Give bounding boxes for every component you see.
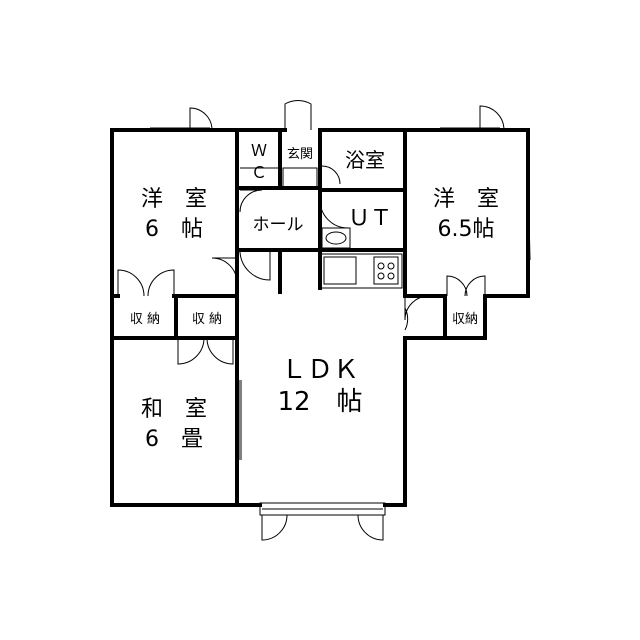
japanese-room-name: 和 室 (141, 397, 207, 422)
entrance-label: 玄関 (287, 147, 313, 162)
detail-lines (140, 127, 531, 516)
washbasin-icon (325, 231, 347, 245)
wc-label-c: Ｃ (251, 163, 267, 182)
bath-label: 浴室 (345, 148, 385, 172)
storage-1-label: 収 納 (130, 312, 160, 327)
japanese-room-size: 6 畳 (145, 427, 203, 452)
wc-label-w: Ｗ (251, 141, 267, 160)
western-room-1-name: 洋 室 (141, 187, 207, 212)
stove-icon (373, 256, 399, 285)
sink-icon (323, 256, 357, 285)
ldk-size: 12 帖 (277, 387, 362, 417)
door-swings (117, 100, 505, 541)
western-room-2-size: 6.5帖 (438, 217, 495, 242)
hall-label: ホール (253, 215, 304, 235)
room-labels: 洋 室 6 帖 洋 室 6.5帖 和 室 6 畳 ＬＤＫ 12 帖 Ｗ Ｃ 玄関… (130, 141, 499, 452)
western-room-1-size: 6 帖 (145, 217, 203, 242)
storage-3-label: 収納 (452, 312, 478, 327)
storage-2-label: 収 納 (192, 312, 222, 327)
ldk-name: ＬＤＫ (281, 355, 359, 385)
ut-label: ＵＴ (348, 206, 392, 231)
western-room-2-name: 洋 室 (433, 187, 499, 212)
